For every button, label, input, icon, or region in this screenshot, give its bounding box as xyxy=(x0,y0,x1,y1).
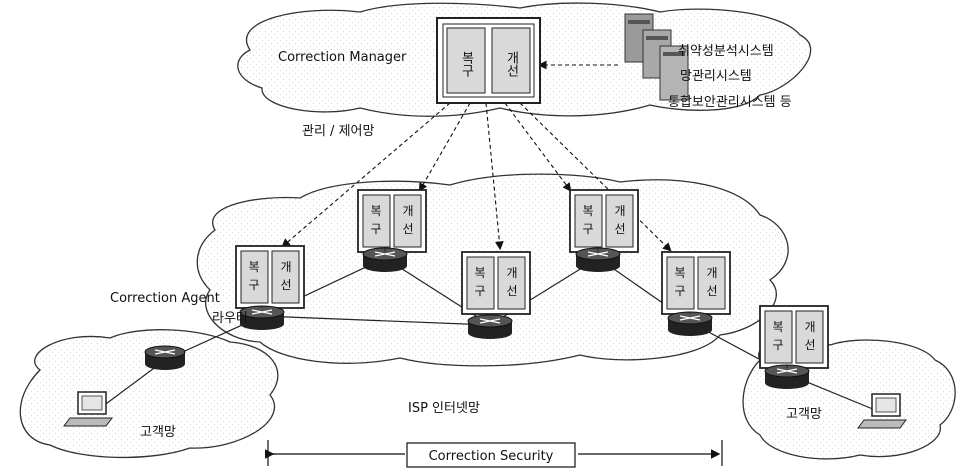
agent-box-right-label: 선 xyxy=(280,278,291,292)
computer-left-icon xyxy=(63,391,113,427)
agent-box-left-label: 복 xyxy=(370,204,381,218)
router-icon xyxy=(239,305,285,330)
agent-box-left xyxy=(764,310,793,364)
customer-label-right: 고객망 xyxy=(786,407,822,422)
edge-router-left xyxy=(144,345,186,370)
agent-box-right xyxy=(393,194,422,248)
manager-title: Correction Manager xyxy=(278,50,407,65)
computer-right-icon xyxy=(857,393,907,429)
agent-box-left-label: 복 xyxy=(474,266,485,280)
agent-box-left xyxy=(574,194,603,248)
agent-box-right-label: 선 xyxy=(706,284,717,298)
agent-box-left-label: 복 xyxy=(582,204,593,218)
agent-box-right xyxy=(697,256,726,310)
router-icon xyxy=(362,247,408,272)
customer-label-left: 고객망 xyxy=(140,425,176,440)
agent-box-left-label: 복 xyxy=(248,260,259,274)
router-icon xyxy=(575,247,621,272)
control-arrows xyxy=(281,60,672,252)
agent-box-right-label: 개 xyxy=(506,266,517,280)
agent-box-right-label: 개 xyxy=(402,204,413,218)
agent-box-left-label: 복 xyxy=(674,266,685,280)
server-stack-icon xyxy=(624,13,689,101)
router-icon xyxy=(667,311,713,336)
agent-box-right-label: 선 xyxy=(402,222,413,236)
agent-box-left-label: 구 xyxy=(474,284,485,298)
agent-node: 복구 개선 xyxy=(759,305,829,389)
agent-box-right-label: 개 xyxy=(706,266,717,280)
agent-node: 복구 개선 xyxy=(569,189,639,272)
agent-label: Correction Agent xyxy=(110,291,220,306)
agent-node: 복구 개선 xyxy=(235,245,305,330)
isp-label: ISP 인터넷망 xyxy=(408,401,480,416)
agent-box-right-label: 선 xyxy=(506,284,517,298)
agent-box-left xyxy=(466,256,495,310)
security-label-box xyxy=(406,442,576,468)
router-icon xyxy=(467,314,513,339)
manager-box-right-label: 개선 xyxy=(504,51,519,77)
router-icon xyxy=(764,364,810,389)
agent-box-left-label: 구 xyxy=(248,278,259,292)
agent-box-left-label: 구 xyxy=(772,338,783,352)
agent-box-left xyxy=(666,256,695,310)
agent-box-left xyxy=(240,250,269,304)
agent-box-left-label: 구 xyxy=(674,284,685,298)
agent-box-right-label: 선 xyxy=(804,338,815,352)
system-nms: 망관리시스템 xyxy=(680,69,752,84)
agent-box-left-label: 복 xyxy=(772,320,783,334)
agent-box-right-label: 개 xyxy=(614,204,625,218)
agent-box-right xyxy=(795,310,824,364)
agent-box-right-label: 선 xyxy=(614,222,625,236)
router-label: 라우터 xyxy=(212,311,248,326)
manager-box-left-label: 복구 xyxy=(459,51,474,77)
agent-box-right xyxy=(271,250,300,304)
agent-box-right-label: 개 xyxy=(280,260,291,274)
agent-node: 복구 개선 xyxy=(461,251,531,339)
security-span xyxy=(264,440,723,466)
control-net-label: 관리 / 제어망 xyxy=(302,124,374,139)
system-esm: 통합보안관리시스템 등 xyxy=(668,95,792,110)
system-vuln: 취약성분석시스템 xyxy=(678,44,774,59)
agent-node: 복구 개선 xyxy=(357,189,427,272)
agent-box-right xyxy=(605,194,634,248)
agent-box-left-label: 구 xyxy=(582,222,593,236)
security-label: Correction Security xyxy=(429,449,554,464)
agent-box-left-label: 구 xyxy=(370,222,381,236)
agent-box-right-label: 개 xyxy=(804,320,815,334)
agent-box-right xyxy=(497,256,526,310)
agent-node: 복구 개선 xyxy=(661,251,731,336)
manager-box xyxy=(436,17,541,104)
agent-box-left xyxy=(362,194,391,248)
